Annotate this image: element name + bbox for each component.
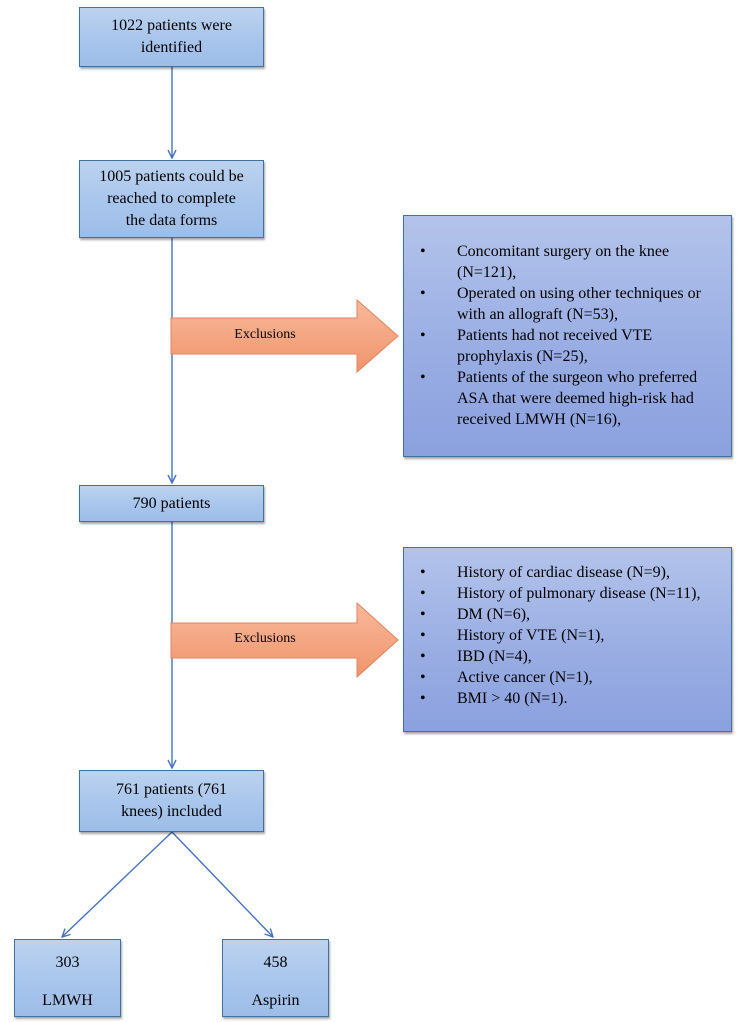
exclusion-1-item-3-line-1: Patients had not received VTE — [457, 327, 653, 344]
reached-line-2: reached to complete — [107, 190, 236, 207]
patients-790-label: 790 patients — [132, 494, 211, 512]
exclusion-1-item: Patients had not received VTE prophylaxi… — [404, 325, 731, 367]
exclusions-1-box: Concomitant surgery on the knee (N=121),… — [403, 215, 732, 457]
patients-790-box: 790 patients — [79, 485, 264, 522]
lmwh-label: LMWH — [42, 992, 93, 1009]
identified-line-2: identified — [140, 39, 203, 56]
identified-line-1: 1022 patients were — [111, 17, 232, 34]
exclusion-2-item: History of pulmonary disease (N=11), — [404, 583, 731, 604]
exclusion-1-item-3-line-2: prophylaxis (N=25), — [457, 348, 588, 365]
lmwh-count: 303 — [55, 954, 80, 971]
exclusion-1-item-4-line-2: ASA that were deemed high-risk had — [457, 390, 694, 407]
included-line-1: 761 patients (761 — [115, 781, 228, 798]
exclusion-arrow-2 — [170, 601, 399, 679]
exclusion-2-item: IBD (N=4), — [404, 646, 731, 667]
exclusion-arrow-1-label: Exclusions — [234, 327, 296, 342]
exclusion-1-item-1-line-2: (N=121), — [457, 264, 517, 281]
exclusion-1-item: Concomitant surgery on the knee (N=121), — [404, 241, 731, 283]
exclusions-2-box: History of cardiac disease (N=9), Histor… — [403, 547, 732, 732]
exclusion-1-item-4-line-1: Patients of the surgeon who preferred — [457, 369, 698, 386]
exclusion-1-item: Operated on using other techniques or wi… — [404, 283, 731, 325]
aspirin-label: Aspirin — [251, 992, 300, 1009]
reached-line-3: the data forms — [125, 212, 218, 229]
exclusion-2-item: BMI > 40 (N=1). — [404, 688, 731, 709]
connector-to-aspirin — [171, 831, 273, 937]
exclusion-1-item-4-line-3: received LMWH (N=16), — [457, 411, 622, 428]
exclusion-1-item-2-line-1: Operated on using other techniques or — [457, 285, 701, 302]
reached-line-1: 1005 patients could be — [99, 168, 244, 185]
exclusion-2-item: Active cancer (N=1), — [404, 667, 731, 688]
exclusion-arrow-1 — [170, 298, 399, 374]
identified-box: 1022 patients were identified — [79, 7, 264, 67]
exclusion-2-item: DM (N=6), — [404, 604, 731, 625]
exclusion-1-item-2-line-2: with an allograft (N=53), — [457, 306, 618, 323]
exclusion-2-item: History of cardiac disease (N=9), — [404, 562, 731, 583]
lmwh-group-box: 303 LMWH — [14, 939, 121, 1017]
included-box: 761 patients (761 knees) included — [79, 770, 264, 832]
exclusion-1-item: Patients of the surgeon who preferred AS… — [404, 367, 731, 430]
connector-to-lmwh — [62, 831, 173, 937]
reached-box: 1005 patients could be reached to comple… — [79, 160, 264, 238]
exclusion-arrow-2-label: Exclusions — [234, 631, 296, 646]
aspirin-count: 458 — [263, 954, 288, 971]
exclusion-2-item: History of VTE (N=1), — [404, 625, 731, 646]
included-line-2: knees) included — [121, 803, 222, 820]
aspirin-group-box: 458 Aspirin — [222, 939, 329, 1017]
exclusion-1-item-1-line-1: Concomitant surgery on the knee — [457, 243, 670, 260]
